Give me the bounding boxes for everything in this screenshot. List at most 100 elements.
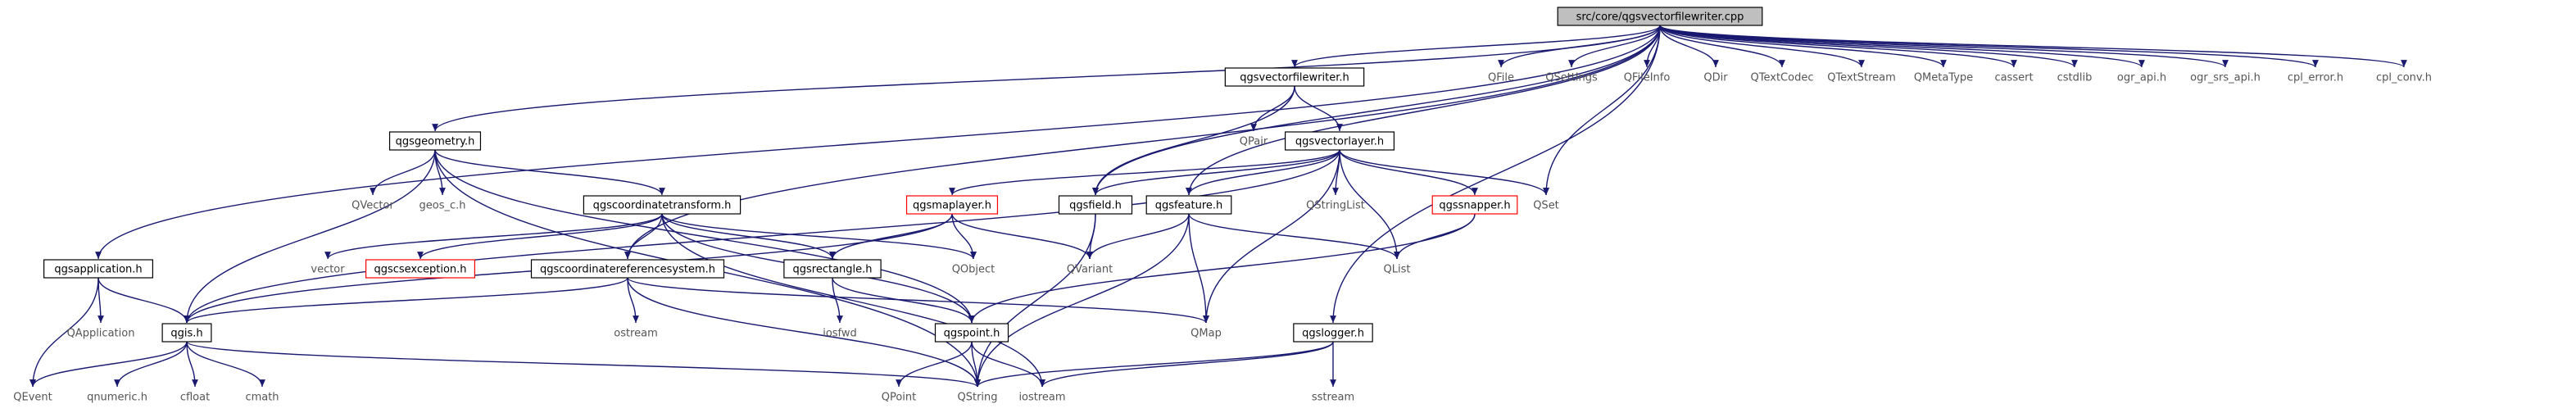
node-label-qgssnapper: qgssnapper.h (1439, 200, 1510, 212)
edge-qgsvectorlayer-to-qgsfeature (1186, 149, 1340, 196)
edge-qgis-to-cmath (186, 341, 265, 388)
node-box-qgssnapper (1431, 195, 1518, 215)
node-qgsapplication[interactable]: qgsapplication.h (43, 259, 154, 279)
node-box-qgspoint (934, 323, 1009, 343)
edge-qgscoordinatetransform-to-QObject (661, 213, 977, 260)
node-qgslogger[interactable]: qgslogger.h (1293, 323, 1373, 343)
edge-root-to-QMetaType (1659, 25, 1947, 68)
node-root[interactable]: src/core/qgsvectorfilewriter.cpp (1557, 7, 1763, 26)
node-qgsmaplayer[interactable]: qgsmaplayer.h (905, 195, 999, 215)
node-QMap: QMap (1190, 328, 1222, 340)
edge-qgslogger-to-iostream (1039, 341, 1334, 388)
node-geos_c: geos_c.h (420, 200, 466, 212)
edge-root-to-cpl_conv (1659, 25, 2407, 68)
node-label-root: src/core/qgsvectorfilewriter.cpp (1576, 11, 1744, 24)
node-label-vector: vector (311, 264, 345, 276)
edge-qgsapplication-to-QApplication (98, 277, 104, 324)
node-box-qgsfeature (1145, 195, 1232, 215)
edge-qgsgeometry-to-qgspoint (434, 149, 975, 324)
edge-root-to-qgsgeometry (432, 25, 1661, 132)
edge-root-to-QFileInfo (1644, 25, 1661, 68)
node-qgscoordinatereferencesystem[interactable]: qgscoordinatereferencesystem.h (530, 259, 725, 279)
edge-qgis-to-cfloat (186, 341, 198, 388)
edge-qgsmaplayer-to-QVariant (951, 213, 1093, 260)
node-label-QMap: QMap (1190, 328, 1222, 340)
node-QObject: QObject (952, 264, 995, 276)
node-QTextCodec: QTextCodec (1751, 72, 1814, 84)
edge-qgsfeature-to-QList (1188, 213, 1400, 260)
node-label-cpl_error: cpl_error.h (2288, 72, 2343, 84)
edge-qgis-to-qnumeric (114, 341, 188, 388)
node-QDir: QDir (1703, 72, 1728, 84)
edge-qgsvectorlayer-to-QMap (1203, 149, 1340, 324)
node-label-cmath: cmath (245, 392, 279, 404)
node-qgsvectorlayer[interactable]: qgsvectorlayer.h (1284, 131, 1395, 151)
edge-qgscoordinatetransform-to-qgscsexception (417, 213, 663, 260)
node-box-qgsvectorfilewriter (1224, 67, 1365, 87)
node-QPair: QPair (1240, 136, 1268, 148)
edge-qgslogger-to-QString (974, 341, 1334, 388)
edge-root-to-ogr_api (1659, 25, 2145, 68)
node-box-qgsrectangle (783, 259, 882, 279)
node-ogr_srs_api: ogr_srs_api.h (2190, 72, 2261, 84)
node-ostream: ostream (614, 328, 658, 340)
edge-root-to-QSettings (1568, 25, 1661, 68)
edge-qgssnapper-to-QList (1394, 213, 1476, 260)
edge-root-to-QTextCodec (1659, 25, 1785, 68)
node-label-QPair: QPair (1240, 136, 1268, 148)
node-label-QList: QList (1384, 264, 1411, 276)
edge-qgscoordinatetransform-to-qgscoordinatereferencesystem (624, 213, 663, 260)
node-qgsfield[interactable]: qgsfield.h (1058, 195, 1133, 215)
node-QString: QString (957, 392, 997, 404)
node-label-QApplication: QApplication (67, 328, 135, 340)
edge-qgsvectorlayer-to-qgsmaplayer (949, 149, 1340, 196)
node-label-cassert: cassert (1994, 72, 2033, 84)
node-qgspoint[interactable]: qgspoint.h (934, 323, 1009, 343)
node-box-qgsmaplayer (905, 195, 999, 215)
edge-qgsvectorlayer-to-QSet (1339, 149, 1549, 196)
node-qgsvectorfilewriter[interactable]: qgsvectorfilewriter.h (1224, 67, 1365, 87)
node-qgsrectangle[interactable]: qgsrectangle.h (783, 259, 882, 279)
node-qgscsexception[interactable]: qgscsexception.h (365, 259, 476, 279)
node-label-qgis: qgis.h (170, 328, 202, 340)
edge-root-to-qgsfeature (1186, 25, 1661, 196)
node-qgsfeature[interactable]: qgsfeature.h (1145, 195, 1232, 215)
node-cstdlib: cstdlib (2057, 72, 2093, 84)
edge-root-to-qgsapplication (95, 25, 1661, 260)
node-label-qgsmaplayer: qgsmaplayer.h (913, 200, 991, 212)
node-box-qgslogger (1293, 323, 1373, 343)
node-box-qgscoordinatereferencesystem (530, 259, 725, 279)
edge-root-to-QDir (1659, 25, 1719, 68)
edge-root-to-QSet (1543, 25, 1661, 196)
node-label-QFileInfo: QFileInfo (1624, 72, 1671, 84)
node-label-QStringList: QStringList (1306, 200, 1365, 212)
node-ogr_api: ogr_api.h (2117, 72, 2166, 84)
edge-root-to-qgslogger (1330, 25, 1661, 324)
node-label-qgscsexception: qgscsexception.h (374, 264, 466, 276)
node-qgsgeometry[interactable]: qgsgeometry.h (388, 131, 482, 151)
node-sstream: sstream (1312, 392, 1354, 404)
node-label-qgsfield: qgsfield.h (1069, 200, 1122, 212)
node-QEvent: QEvent (13, 392, 52, 404)
node-label-qgslogger: qgslogger.h (1302, 328, 1364, 340)
node-qgscoordinatetransform[interactable]: qgscoordinatetransform.h (583, 195, 742, 215)
nodes-layer: src/core/qgsvectorfilewriter.cpp qgsappli… (13, 7, 2432, 404)
node-label-QSettings: QSettings (1545, 72, 1598, 84)
node-label-qnumeric: qnumeric.h (87, 392, 147, 404)
node-label-QFile: QFile (1488, 72, 1514, 84)
edge-qgspoint-to-QPoint (896, 341, 973, 388)
node-box-qgis (161, 323, 212, 343)
node-label-QSet: QSet (1533, 200, 1559, 212)
edge-qgis-to-QString (186, 341, 981, 388)
edge-qgscoordinatereferencesystem-to-ostream (627, 277, 639, 324)
node-qgis[interactable]: qgis.h (161, 323, 212, 343)
node-qgssnapper[interactable]: qgssnapper.h (1431, 195, 1518, 215)
node-cassert: cassert (1994, 72, 2033, 84)
edge-qgsgeometry-to-QVector (370, 149, 436, 196)
node-QVector: QVector (351, 200, 394, 212)
node-QList: QList (1384, 264, 1411, 276)
edge-qgscoordinatetransform-to-vector (324, 213, 663, 260)
node-label-ogr_api: ogr_api.h (2117, 72, 2166, 84)
edge-qgsvectorfilewriter-to-qgsfield (1092, 85, 1295, 196)
